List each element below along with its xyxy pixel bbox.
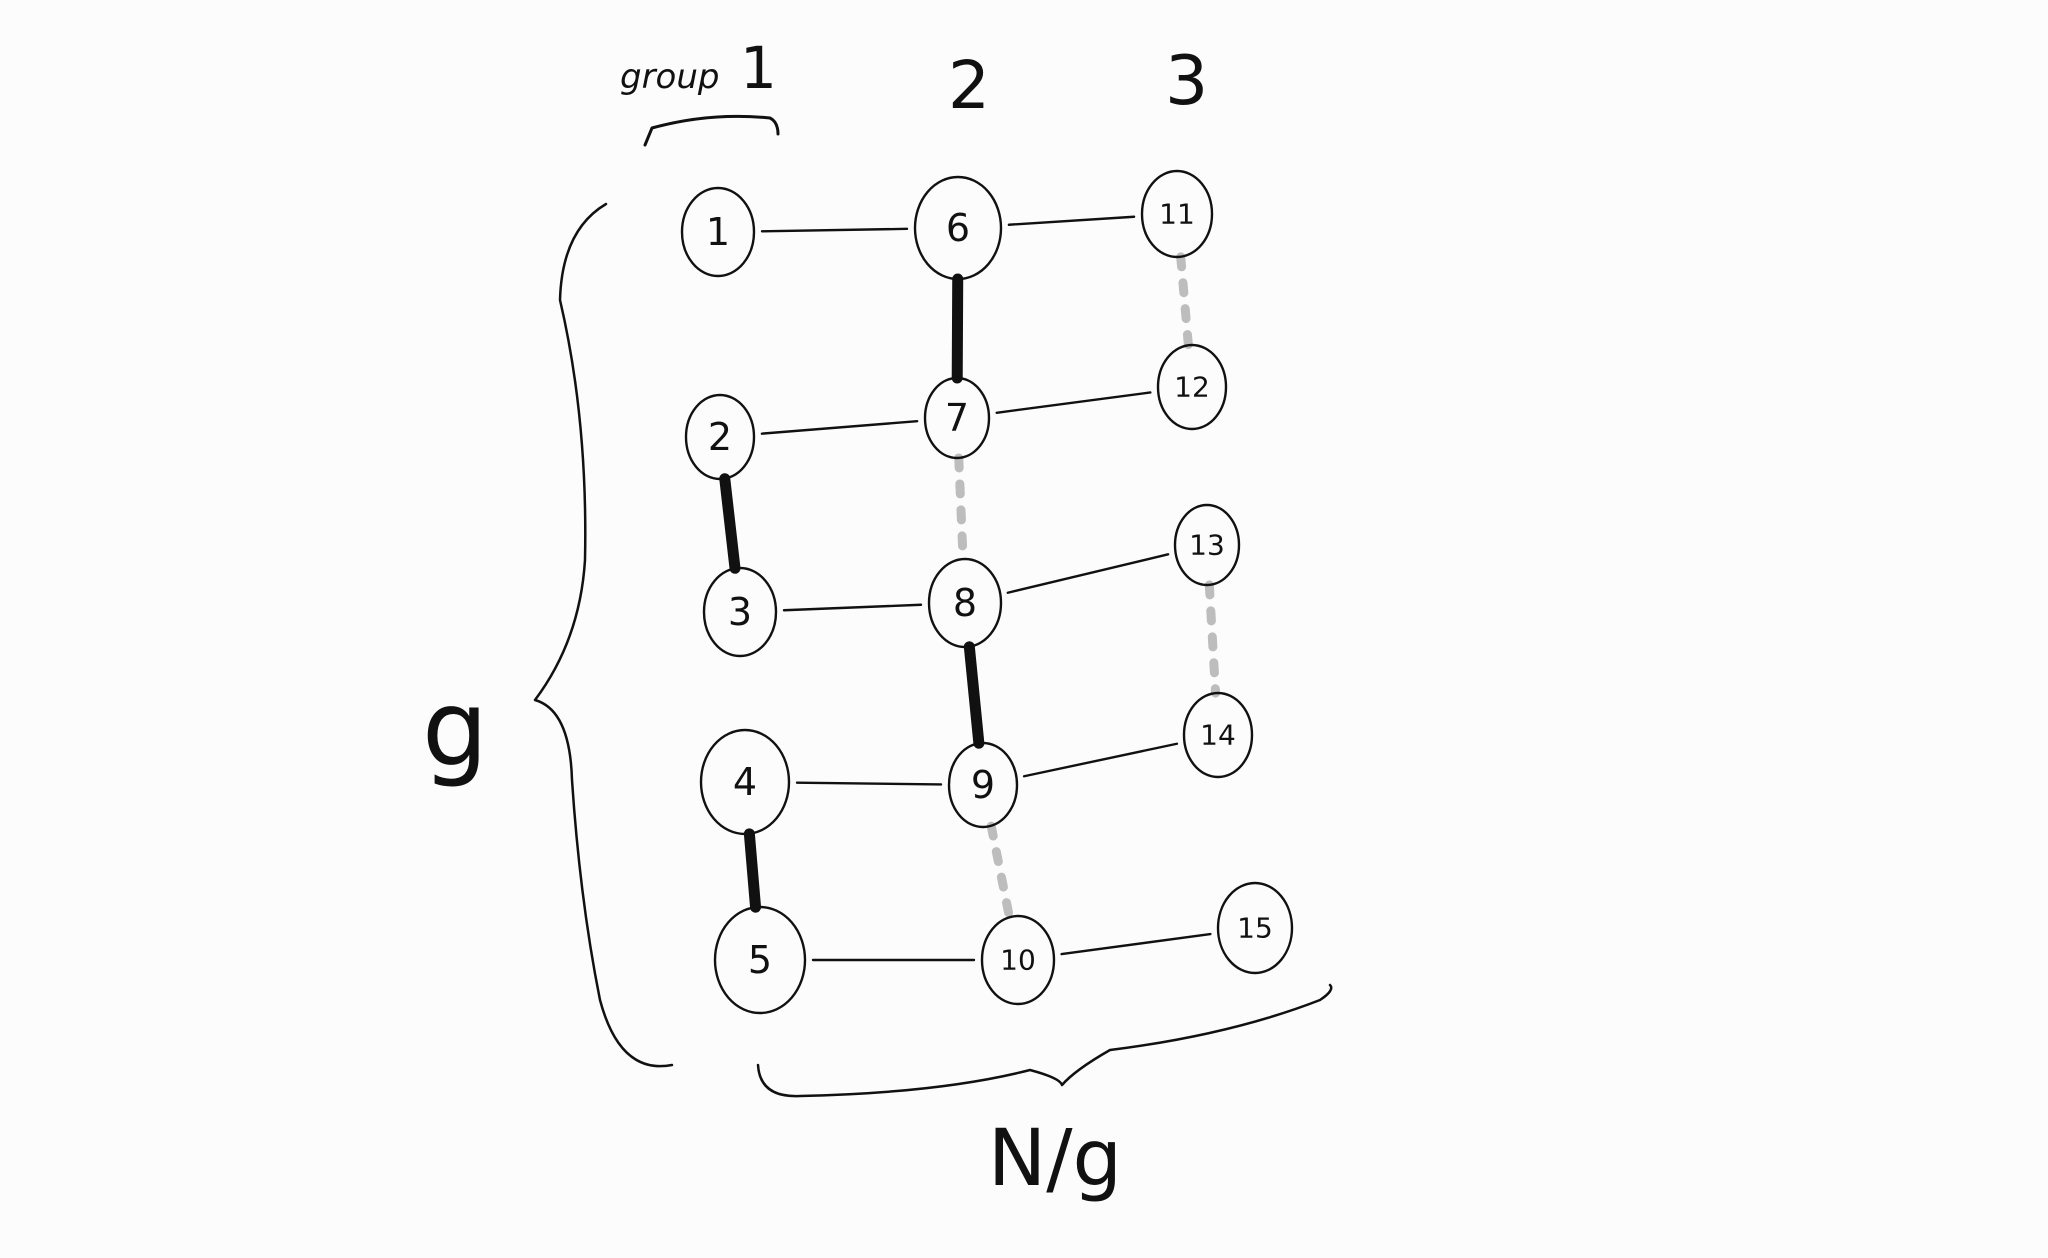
node-circle (1173, 503, 1241, 587)
node-circle (927, 557, 1003, 649)
node-circle (702, 566, 778, 658)
node-9: 9 (947, 741, 1019, 829)
node-6: 6 (913, 175, 1003, 281)
link-horizontal (795, 781, 943, 786)
node-circle (947, 741, 1019, 829)
node-15: 15 (1216, 881, 1294, 975)
node-label: 6 (946, 206, 970, 250)
node-label: 9 (971, 763, 995, 807)
node-label: 12 (1174, 371, 1210, 404)
node-label: 14 (1200, 719, 1236, 752)
node-circle (684, 393, 756, 481)
link-horizontal (995, 391, 1152, 414)
link-horizontal (1006, 553, 1170, 594)
node-10: 10 (980, 914, 1056, 1006)
node-14: 14 (1182, 691, 1254, 779)
bottom-brace-label: N/g (988, 1114, 1122, 1204)
vertical-links (719, 252, 1221, 922)
node-label: 1 (706, 210, 730, 254)
link-heavy (951, 273, 964, 384)
group-underline (643, 114, 780, 147)
link-heavy (963, 641, 985, 749)
column-label-2: 2 (948, 47, 990, 124)
node-circle (1156, 343, 1228, 431)
node-label: 7 (945, 396, 969, 440)
node-circle (1140, 169, 1214, 259)
link-horizontal (1007, 215, 1136, 226)
node-circle (1182, 691, 1254, 779)
node-11: 11 (1140, 169, 1214, 259)
link-horizontal (1022, 742, 1179, 778)
node-label: 10 (1000, 944, 1036, 977)
node-1: 1 (680, 186, 756, 278)
node-circle (980, 914, 1056, 1006)
node-4: 4 (699, 728, 791, 836)
node-circle (913, 175, 1003, 281)
node-label: 13 (1189, 529, 1225, 562)
node-13: 13 (1173, 503, 1241, 587)
group-label: group (620, 57, 720, 97)
horizontal-links (760, 215, 1212, 962)
column-label-3: 3 (1165, 42, 1208, 121)
node-label: 2 (708, 415, 732, 459)
column-header-1: group 1 (620, 34, 780, 147)
node-circle (923, 376, 991, 460)
link-horizontal (760, 227, 909, 233)
link-dashed (986, 821, 1014, 922)
node-label: 4 (733, 760, 757, 804)
node-label: 15 (1237, 912, 1273, 945)
node-8: 8 (927, 557, 1003, 649)
link-dashed (954, 453, 968, 564)
node-label: 8 (953, 581, 977, 625)
node-label: 5 (748, 938, 772, 982)
node-2: 2 (684, 393, 756, 481)
link-horizontal (1060, 932, 1212, 956)
node-circle (1216, 881, 1294, 975)
link-dashed (1176, 252, 1193, 350)
link-heavy (743, 828, 762, 913)
node-7: 7 (923, 376, 991, 460)
node-5: 5 (713, 905, 807, 1015)
node-circle (699, 728, 791, 836)
node-circle (680, 186, 756, 278)
bottom-brace (756, 983, 1333, 1098)
left-brace (533, 202, 674, 1068)
node-label: 11 (1159, 198, 1195, 231)
left-brace-label: g (422, 668, 488, 790)
link-horizontal (782, 603, 923, 612)
node-12: 12 (1156, 343, 1228, 431)
link-dashed (1204, 580, 1221, 698)
node-circle (713, 905, 807, 1015)
link-heavy (719, 473, 741, 574)
node-label: 3 (728, 590, 752, 634)
column-label-1: 1 (740, 34, 777, 102)
link-horizontal (760, 419, 919, 435)
node-3: 3 (702, 566, 778, 658)
